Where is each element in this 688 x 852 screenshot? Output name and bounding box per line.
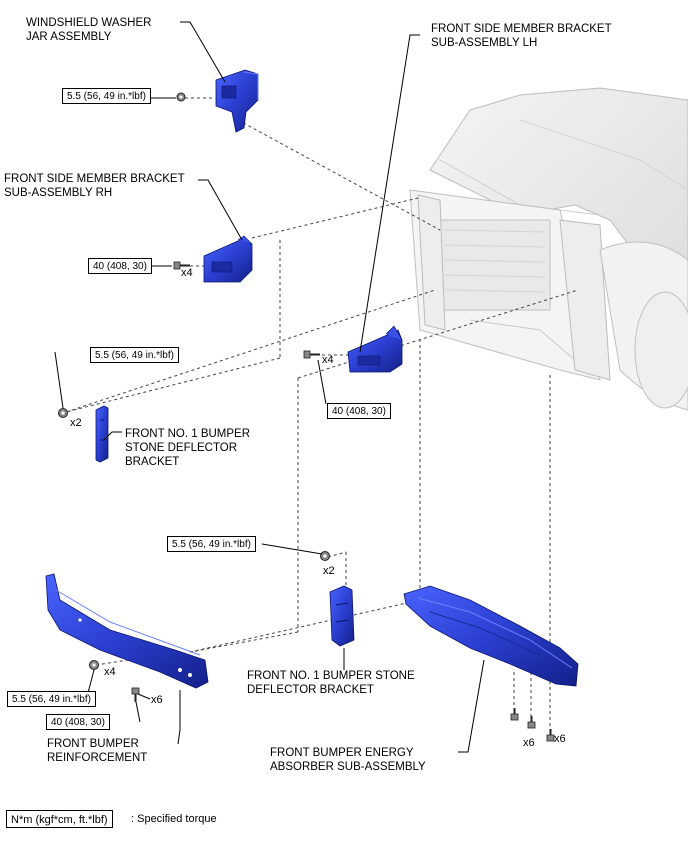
alignment-lines: [65, 97, 579, 735]
qty-bracket-rh: x4: [181, 267, 193, 279]
legend-unit-box: N*m (kgf*cm, ft.*lbf): [6, 810, 113, 828]
qty-reinforcement-bolt: x6: [151, 694, 163, 706]
stone-deflector-upper-part: [95, 405, 109, 463]
label-line: STONE DEFLECTOR: [125, 442, 238, 454]
washer-jar-part: [215, 69, 259, 133]
stone-deflector-lower-part: [329, 585, 355, 647]
label-line: FRONT BUMPER ENERGY: [270, 747, 414, 759]
label-washer-jar: WINDSHIELD WASHER JAR ASSEMBLY: [26, 16, 151, 44]
torque-deflector-upper: 5.5 (56, 49 in.*lbf): [90, 347, 179, 363]
label-line: ABSORBER SUB-ASSEMBLY: [270, 761, 426, 773]
absorber-bolt-c-icon: [546, 729, 555, 742]
label-line: SUB-ASSEMBLY RH: [4, 187, 113, 199]
bracket-rh-part: [203, 235, 253, 283]
reinforcement-bolt-icon: [131, 687, 140, 702]
energy-absorber-part: [403, 585, 579, 687]
label-bracket-lh: FRONT SIDE MEMBER BRACKET SUB-ASSEMBLY L…: [431, 22, 612, 50]
label-line: REINFORCEMENT: [47, 752, 148, 764]
legend-text: : Specified torque: [131, 813, 217, 825]
washer-nut-icon: [176, 92, 186, 102]
absorber-bolt-b-icon: [527, 716, 536, 729]
label-line: BRACKET: [125, 456, 180, 468]
qty-deflector-upper: x2: [70, 417, 82, 429]
label-line: WINDSHIELD WASHER: [26, 17, 152, 29]
label-line: FRONT NO. 1 BUMPER STONE: [247, 670, 415, 682]
torque-bracket-lh: 40 (408, 30): [327, 403, 391, 419]
qty-reinforcement-nut: x4: [104, 666, 116, 678]
label-line: FRONT BUMPER: [47, 738, 139, 750]
label-line: FRONT NO. 1 BUMPER: [125, 428, 251, 440]
torque-bracket-rh: 40 (408, 30): [88, 258, 152, 274]
torque-deflector-lower: 5.5 (56, 49 in.*lbf): [167, 536, 256, 552]
bumper-reinforcement-part: [45, 573, 209, 689]
absorber-bolt-a-icon: [510, 708, 519, 721]
deflector-lower-nut-icon: [320, 551, 330, 561]
label-line: SUB-ASSEMBLY LH: [431, 37, 538, 49]
qty-absorber-b: x6: [554, 733, 566, 745]
label-line: FRONT SIDE MEMBER BRACKET: [4, 173, 185, 185]
label-line: FRONT SIDE MEMBER BRACKET: [431, 23, 612, 35]
torque-reinforcement-bolt: 40 (408, 30): [46, 714, 110, 730]
label-line: JAR ASSEMBLY: [26, 31, 112, 43]
qty-bracket-lh: x4: [322, 354, 334, 366]
bracket-lh-bolt-icon: [303, 350, 320, 359]
torque-washer: 5.5 (56, 49 in.*lbf): [62, 88, 151, 104]
label-energy-absorber: FRONT BUMPER ENERGY ABSORBER SUB-ASSEMBL…: [270, 746, 426, 774]
leader-lines: [54, 21, 485, 753]
reinforcement-nut-icon: [89, 660, 99, 670]
bracket-rh-bolt-icon: [173, 261, 190, 270]
vehicle-front-body: [409, 87, 688, 411]
torque-reinforcement-nut: 5.5 (56, 49 in.*lbf): [7, 691, 96, 707]
label-line: DEFLECTOR BRACKET: [247, 684, 374, 696]
label-reinforcement: FRONT BUMPER REINFORCEMENT: [47, 737, 147, 765]
label-stone-deflector-lower: FRONT NO. 1 BUMPER STONE DEFLECTOR BRACK…: [247, 669, 415, 697]
qty-deflector-lower: x2: [323, 565, 335, 577]
label-bracket-rh: FRONT SIDE MEMBER BRACKET SUB-ASSEMBLY R…: [4, 172, 185, 200]
deflector-upper-nut-icon: [58, 408, 68, 418]
qty-absorber-a: x6: [523, 737, 535, 749]
bracket-lh-part: [347, 325, 403, 373]
label-stone-deflector-upper: FRONT NO. 1 BUMPER STONE DEFLECTOR BRACK…: [125, 427, 250, 469]
